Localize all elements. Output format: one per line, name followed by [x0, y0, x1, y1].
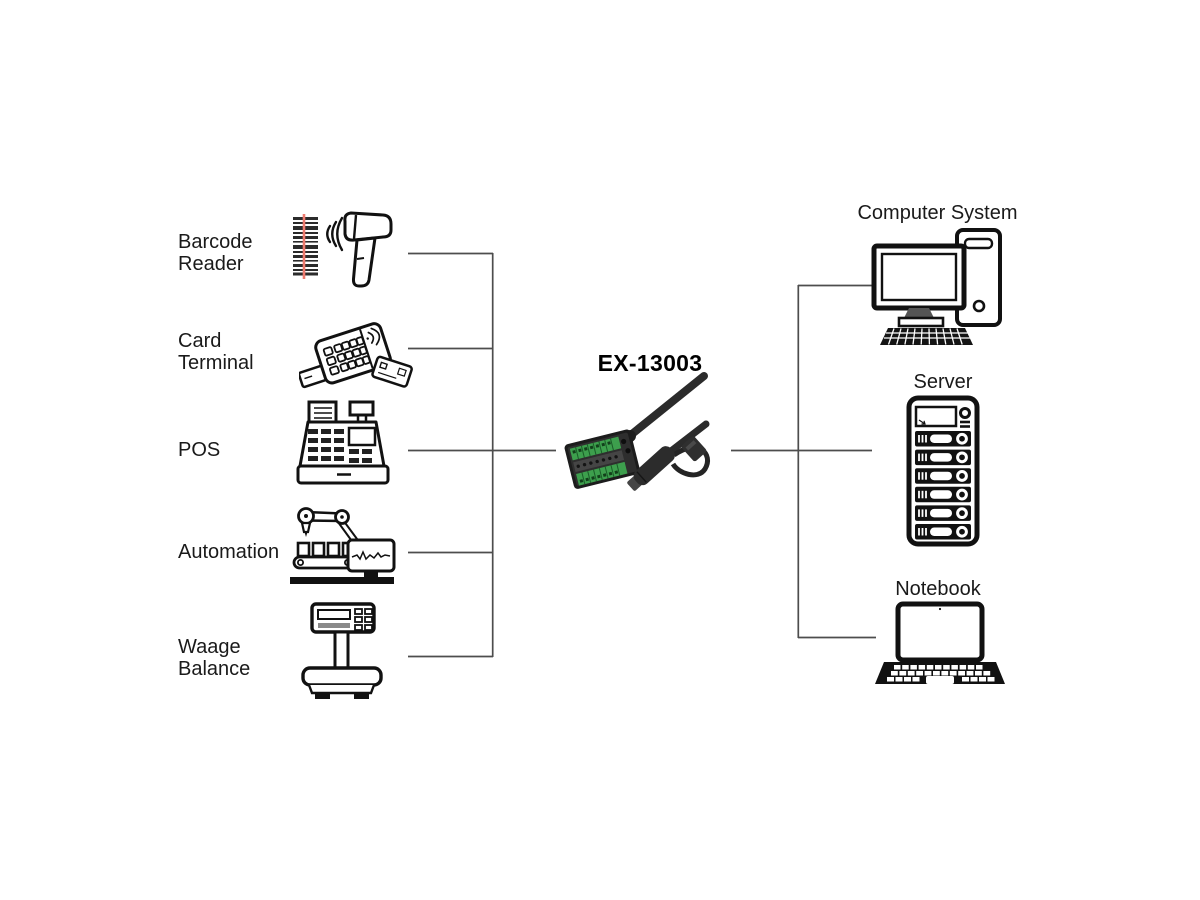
- desktop-computer-icon: [871, 228, 1002, 345]
- device-label-computer-system: Computer System: [857, 202, 1018, 224]
- barcode-reader-icon: [293, 211, 393, 288]
- product-model-label: EX-13003: [597, 350, 703, 376]
- server-icon: [906, 395, 980, 547]
- label-line: POS: [178, 439, 221, 461]
- scale-icon: [301, 602, 383, 699]
- device-label-automation: Automation: [178, 541, 279, 563]
- usb-cable: [623, 372, 708, 442]
- usb-c-connector-icon: [627, 446, 675, 491]
- label-line: Automation: [178, 541, 280, 563]
- label-line: Barcode: [178, 231, 253, 253]
- device-label-server: Server: [913, 371, 973, 393]
- label-line: Waage: [178, 636, 241, 658]
- device-label-barcode-reader: Barcode Reader: [178, 231, 253, 275]
- device-label-card-terminal: Card Terminal: [178, 330, 254, 374]
- label-line: Terminal: [178, 352, 254, 374]
- payment-card-icon: [371, 355, 413, 388]
- label-line: Reader: [178, 253, 244, 275]
- device-label-notebook: Notebook: [895, 578, 981, 600]
- notebook-icon: [875, 601, 1005, 684]
- usb-a-adapter-icon: [681, 436, 707, 462]
- contactless-waves-icon: [367, 327, 381, 346]
- touchpad: [926, 676, 954, 684]
- pos-icon: [296, 400, 390, 485]
- adapter-product-image: [564, 372, 710, 491]
- server-bays: [915, 431, 971, 540]
- label-line: Card: [178, 330, 222, 352]
- device-label-pos: POS: [178, 439, 220, 461]
- waveform: [351, 550, 391, 561]
- terminal-block: [564, 429, 640, 489]
- automation-icon: [290, 507, 396, 584]
- device-label-waage-balance: Waage Balance: [178, 636, 250, 680]
- card-terminal-icon: [299, 322, 413, 389]
- keyboard: [880, 328, 973, 345]
- label-line: Balance: [178, 658, 251, 680]
